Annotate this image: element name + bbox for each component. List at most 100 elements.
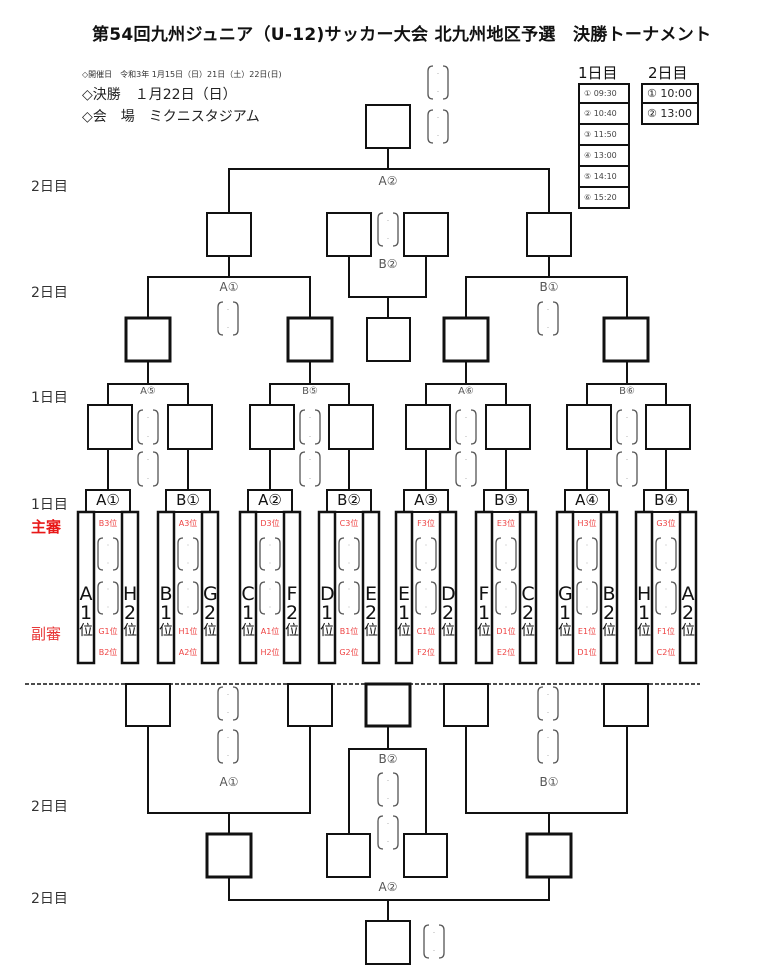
team-slot-left[interactable]	[474, 510, 494, 665]
bottom-right-score-bottom[interactable]: ・・	[537, 729, 559, 764]
bottom-center-left-box[interactable]	[326, 833, 371, 878]
bottom-left-score-box-1[interactable]	[125, 683, 171, 727]
final-score-bottom[interactable]: ・・	[427, 109, 449, 144]
team-slot-left[interactable]	[76, 510, 96, 665]
round1-match-header[interactable]	[247, 489, 293, 513]
round1-score-top[interactable]: ・・	[576, 537, 598, 571]
quarterfinal-score-top[interactable]: ・・	[137, 409, 159, 445]
bottom-final-score[interactable]: ・・	[423, 924, 445, 959]
score-placeholder: ・	[584, 543, 589, 549]
round1-score-bottom[interactable]: ・・	[259, 581, 281, 615]
round1-match-header[interactable]	[483, 489, 529, 513]
team-slot-right[interactable]	[361, 510, 381, 665]
round1-score-bottom[interactable]: ・・	[655, 581, 677, 615]
semi-center-score[interactable]: ・・	[377, 212, 399, 247]
semi-right-score-box[interactable]	[526, 212, 572, 257]
team-slot-right[interactable]	[282, 510, 302, 665]
round1-winner-score-box[interactable]	[405, 404, 451, 450]
score-placeholder: ・	[624, 415, 629, 421]
round1-winner-score-box[interactable]	[249, 404, 295, 450]
team-slot-left[interactable]	[238, 510, 258, 665]
team-slot-left[interactable]	[634, 510, 654, 665]
round1-winner-score-box[interactable]	[328, 404, 374, 450]
bottom-final-score-box[interactable]	[365, 920, 411, 965]
team-name-char: 1	[320, 602, 334, 624]
round1-score-top[interactable]: ・・	[259, 537, 281, 571]
team-slot-right[interactable]	[678, 510, 698, 665]
main-referee-seed: F3位	[417, 519, 435, 528]
bottom-left-score-top[interactable]: ・・	[217, 686, 239, 721]
round1-match-header[interactable]	[643, 489, 689, 513]
score-placeholder: ・	[385, 840, 390, 846]
day-label-top-round3: 1日目	[31, 390, 68, 406]
round1-winner-score-box[interactable]	[566, 404, 612, 450]
team-slot-left[interactable]	[317, 510, 337, 665]
quarterfinal-score-top[interactable]: ・・	[616, 409, 638, 445]
final-score-top[interactable]: ・・	[427, 65, 449, 100]
round1-match-header[interactable]	[85, 489, 131, 513]
score-placeholder: ・	[225, 754, 230, 760]
quarterfinal-score-bottom[interactable]: ・・	[455, 451, 477, 487]
round1-score-top[interactable]: ・・	[338, 537, 360, 571]
semi-left-score-box[interactable]	[206, 212, 252, 257]
team-slot-left[interactable]	[156, 510, 176, 665]
semi-center-bye-box[interactable]	[366, 317, 411, 362]
bottom-right-score-box-1[interactable]	[443, 683, 489, 727]
bottom-semi-right-box[interactable]	[525, 832, 573, 879]
quarterfinal-score-bottom[interactable]: ・・	[137, 451, 159, 487]
quarterfinal-score-top[interactable]: ・・	[299, 409, 321, 445]
round1-winner-score-box[interactable]	[167, 404, 213, 450]
team-slot-left[interactable]	[394, 510, 414, 665]
semi-center-match-label: B②	[378, 257, 398, 271]
team-slot-right[interactable]	[518, 510, 538, 665]
quarterfinal-score-top[interactable]: ・・	[455, 409, 477, 445]
round1-winner-score-box[interactable]	[87, 404, 133, 450]
round1-score-top[interactable]: ・・	[415, 537, 437, 571]
semi-left-score[interactable]: ・・	[217, 301, 239, 336]
champion-score-box[interactable]	[365, 104, 411, 149]
team-slot-right[interactable]	[599, 510, 619, 665]
round1-score-top[interactable]: ・・	[177, 537, 199, 571]
bottom-center-score-top[interactable]: ・・	[377, 772, 399, 807]
round1-score-bottom[interactable]: ・・	[338, 581, 360, 615]
round1-score-bottom[interactable]: ・・	[415, 581, 437, 615]
quarterfinal-score-bottom[interactable]: ・・	[299, 451, 321, 487]
round1-match-label: B③	[494, 491, 518, 509]
round1-score-top[interactable]: ・・	[495, 537, 517, 571]
score-placeholder: ・	[385, 778, 390, 784]
round1-match-header[interactable]	[564, 489, 610, 513]
round1-match-header[interactable]	[326, 489, 372, 513]
round1-score-bottom[interactable]: ・・	[495, 581, 517, 615]
sub-referee-seed: A2位	[178, 648, 198, 657]
team-name-char: 位	[285, 623, 299, 639]
semi-right-match-label: B①	[539, 280, 559, 294]
team-slot-right[interactable]	[200, 510, 220, 665]
bottom-left-score-bottom[interactable]: ・・	[217, 729, 239, 764]
team-slot-left[interactable]	[555, 510, 575, 665]
team-name-char: 1	[159, 602, 173, 624]
score-placeholder: ・	[545, 754, 550, 760]
score-placeholder: ・	[503, 587, 508, 593]
quarterfinal-score-bottom[interactable]: ・・	[616, 451, 638, 487]
round1-score-bottom[interactable]: ・・	[576, 581, 598, 615]
round1-match-header[interactable]	[165, 489, 211, 513]
round1-winner-score-box[interactable]	[485, 404, 531, 450]
round1-score-bottom[interactable]: ・・	[177, 581, 199, 615]
round1-match-header[interactable]	[403, 489, 449, 513]
round1-score-top[interactable]: ・・	[97, 537, 119, 571]
team-slot-right[interactable]	[120, 510, 140, 665]
team-name-char: 1	[241, 602, 255, 624]
round1-score-top[interactable]: ・・	[655, 537, 677, 571]
semi-right-score[interactable]: ・・	[537, 301, 559, 336]
round1-winner-score-box[interactable]	[645, 404, 691, 450]
score-placeholder: ・	[185, 561, 190, 567]
bottom-center-score-bottom[interactable]: ・・	[377, 815, 399, 850]
team-name-char: 位	[241, 623, 255, 639]
bottom-right-score-top[interactable]: ・・	[537, 686, 559, 721]
round1-score-bottom[interactable]: ・・	[97, 581, 119, 615]
bottom-center-right-box[interactable]	[403, 833, 448, 878]
score-placeholder: ・	[584, 605, 589, 611]
team-slot-right[interactable]	[438, 510, 458, 665]
